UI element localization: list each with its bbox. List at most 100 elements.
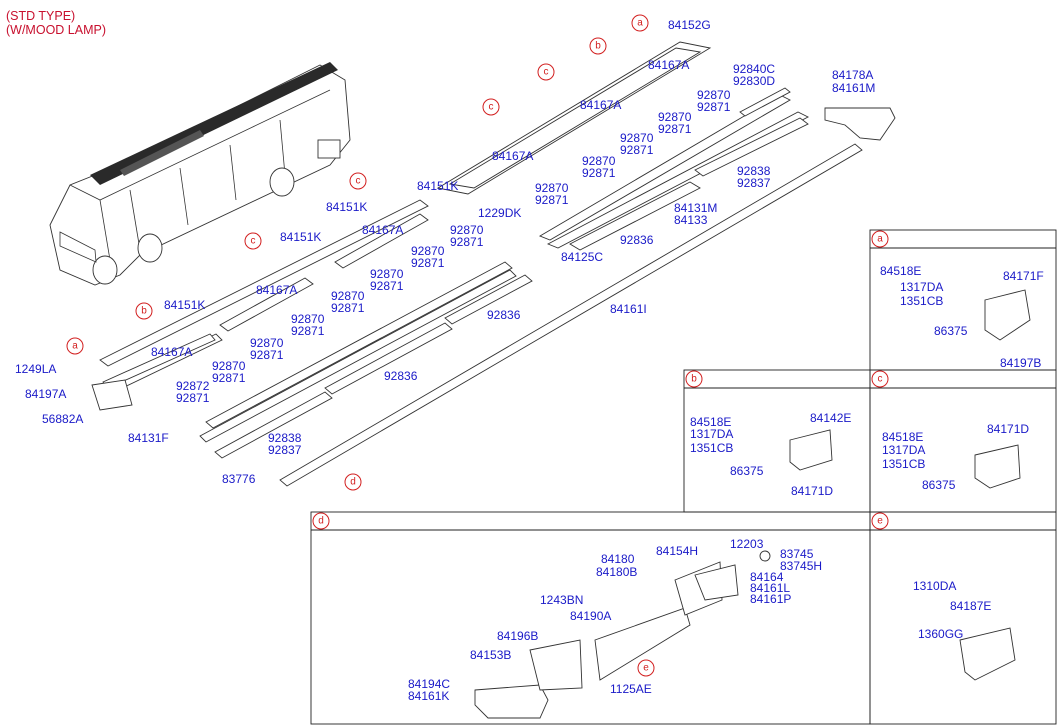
svg-text:92870: 92870 <box>370 267 404 281</box>
svg-text:1243BN: 1243BN <box>540 593 583 607</box>
svg-text:84187E: 84187E <box>950 599 991 613</box>
svg-text:b: b <box>141 306 147 317</box>
svg-text:92870: 92870 <box>212 359 246 373</box>
trim-84190A <box>594 607 691 681</box>
svg-text:84518E: 84518E <box>690 415 731 429</box>
svg-text:92871: 92871 <box>658 122 692 136</box>
label-84167A-2: 84167A <box>580 98 621 112</box>
svg-text:92871: 92871 <box>291 324 325 338</box>
svg-text:92871: 92871 <box>411 256 445 270</box>
callout-e: e <box>637 659 655 677</box>
svg-text:86375: 86375 <box>922 478 956 492</box>
bracket-84171F <box>984 289 1031 341</box>
end-cap-right <box>824 107 896 141</box>
svg-text:84171D: 84171D <box>791 484 833 498</box>
svg-text:1317DA: 1317DA <box>882 443 925 457</box>
svg-text:84161P: 84161P <box>750 592 791 606</box>
svg-text:84194C: 84194C <box>408 677 450 691</box>
label-84197A: 84197A <box>25 387 66 401</box>
svg-text:84154H: 84154H <box>656 544 698 558</box>
svg-text:b: b <box>595 41 601 52</box>
panel-a-tag: a <box>871 230 889 248</box>
svg-text:92871: 92871 <box>620 143 654 157</box>
svg-text:84151K: 84151K <box>164 298 205 312</box>
svg-text:84197B: 84197B <box>1000 356 1041 370</box>
svg-text:a: a <box>877 234 883 245</box>
svg-text:84171F: 84171F <box>1003 269 1044 283</box>
label-92830D: 92830D <box>733 74 775 88</box>
svg-text:84142E: 84142E <box>810 411 851 425</box>
svg-text:1360GG: 1360GG <box>918 627 963 641</box>
svg-text:92870: 92870 <box>291 312 325 326</box>
svg-text:92870: 92870 <box>250 336 284 350</box>
panel-c-labels: 84518E 1317DA 1351CB 86375 84171D <box>882 422 1029 492</box>
svg-text:92870: 92870 <box>658 110 692 124</box>
svg-text:84161K: 84161K <box>408 689 449 703</box>
svg-text:92836: 92836 <box>620 233 654 247</box>
svg-text:84180B: 84180B <box>596 565 637 579</box>
svg-text:84164: 84164 <box>750 570 784 584</box>
svg-text:84180: 84180 <box>601 552 635 566</box>
svg-text:92838: 92838 <box>737 164 771 178</box>
callout-c-left1: c <box>349 172 367 190</box>
callout-a-top: a <box>631 14 649 32</box>
svg-text:a: a <box>637 18 643 29</box>
label-84131M: 84131M <box>674 201 717 215</box>
label-83776: 83776 <box>222 472 256 486</box>
callout-c-mid: c <box>482 98 500 116</box>
label-92840C: 92840C <box>733 62 775 76</box>
svg-text:92871: 92871 <box>582 166 616 180</box>
label-92872: 92872 <box>176 379 210 393</box>
svg-text:83745H: 83745H <box>780 559 822 573</box>
label-84161I: 84161I <box>610 302 647 316</box>
svg-text:84151K: 84151K <box>326 200 367 214</box>
label-84133: 84133 <box>674 213 708 227</box>
svg-text:84167A: 84167A <box>256 283 297 297</box>
callout-c-top: c <box>537 63 555 81</box>
trim-84194C <box>474 684 549 719</box>
svg-text:92870: 92870 <box>535 181 569 195</box>
svg-text:92870: 92870 <box>331 289 365 303</box>
label-84178A: 84178A <box>832 68 873 82</box>
svg-text:92871: 92871 <box>331 301 365 315</box>
trim-84187E <box>959 627 1016 681</box>
svg-text:1317DA: 1317DA <box>690 427 733 441</box>
header-mood-lamp: (W/MOOD LAMP) <box>6 23 106 37</box>
panel-d-tag: d <box>312 512 330 530</box>
label-84167A-3: 84167A <box>492 149 533 163</box>
bracket-84171D-b <box>789 429 833 471</box>
svg-text:d: d <box>318 516 324 527</box>
svg-text:92871: 92871 <box>697 100 731 114</box>
svg-text:12203: 12203 <box>730 537 764 551</box>
svg-text:92870: 92870 <box>411 244 445 258</box>
panel-b-labels: 84518E 1317DA 1351CB 86375 84142E 84171D <box>690 411 851 498</box>
panel-e-tag: e <box>871 512 889 530</box>
bracket-84171D-c <box>974 444 1021 489</box>
svg-text:92871: 92871 <box>450 235 484 249</box>
svg-text:92871: 92871 <box>176 391 210 405</box>
svg-text:84153B: 84153B <box>470 648 511 662</box>
callout-b-left: b <box>135 302 153 320</box>
svg-text:86375: 86375 <box>730 464 764 478</box>
svg-text:92837: 92837 <box>737 176 771 190</box>
svg-text:c: c <box>489 102 494 113</box>
svg-text:83745: 83745 <box>780 547 814 561</box>
svg-text:c: c <box>878 374 883 385</box>
svg-text:1317DA: 1317DA <box>900 280 943 294</box>
panel-e-labels: 1310DA 84187E 1360GG <box>913 579 991 641</box>
svg-text:c: c <box>544 67 549 78</box>
svg-text:1125AE: 1125AE <box>610 682 652 696</box>
svg-text:e: e <box>643 663 649 674</box>
svg-text:a: a <box>72 341 78 352</box>
svg-text:84518E: 84518E <box>882 430 923 444</box>
svg-text:92870: 92870 <box>620 131 654 145</box>
callout-a-left: a <box>66 337 84 355</box>
svg-text:92836: 92836 <box>487 308 521 322</box>
svg-text:84151K: 84151K <box>280 230 321 244</box>
svg-text:92837: 92837 <box>268 443 302 457</box>
main-part-labels: 84152G 84167A 84167A 84167A 92840C 92830… <box>15 18 875 486</box>
svg-text:c: c <box>251 236 256 247</box>
svg-text:84196B: 84196B <box>497 629 538 643</box>
svg-text:1351CB: 1351CB <box>690 441 733 455</box>
